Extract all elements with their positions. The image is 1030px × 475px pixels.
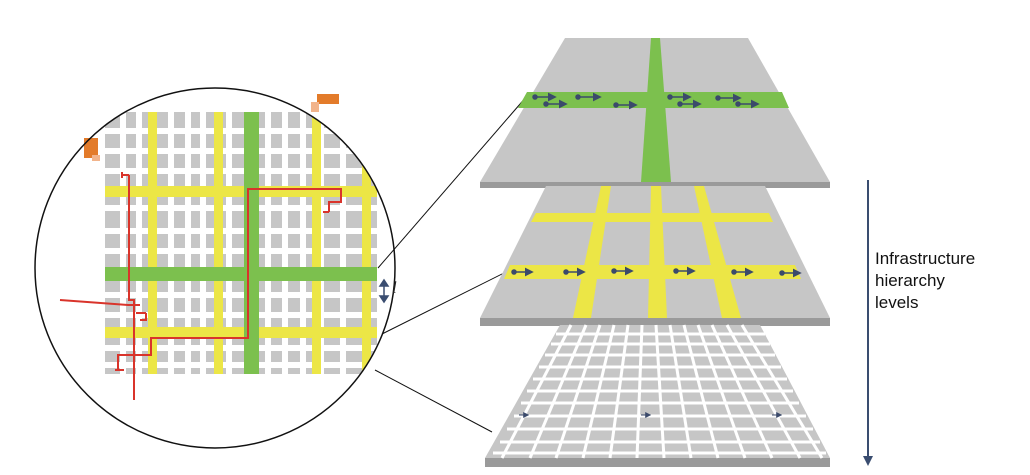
marker-left	[84, 138, 98, 158]
detail-circle	[34, 87, 396, 449]
spacing-indicator	[378, 278, 390, 304]
hierarchy-caption: Infrastructure hierarchy levels	[875, 248, 1025, 314]
caption-line-2: hierarchy	[875, 271, 945, 290]
top-vertical-road	[641, 38, 671, 182]
caption-line-3: levels	[875, 293, 919, 312]
caption-line-1: Infrastructure	[875, 249, 976, 268]
middle-layer	[480, 186, 830, 326]
marker-top	[317, 94, 339, 104]
top-flow-arrows	[532, 92, 760, 110]
spacing-label: l	[392, 278, 397, 297]
bottom-grid-streets	[493, 324, 826, 459]
connector-lines	[374, 95, 528, 433]
hierarchy-axis	[863, 180, 873, 466]
middle-flow-arrows	[511, 266, 802, 278]
top-layer	[480, 38, 830, 188]
bottom-layer	[485, 324, 830, 467]
orange-markers	[84, 94, 339, 161]
axis-arrow-down-icon	[863, 456, 873, 466]
route-path	[59, 172, 342, 400]
yellow-arterial-roads	[105, 112, 377, 374]
detail-circle-outline	[34, 87, 396, 449]
